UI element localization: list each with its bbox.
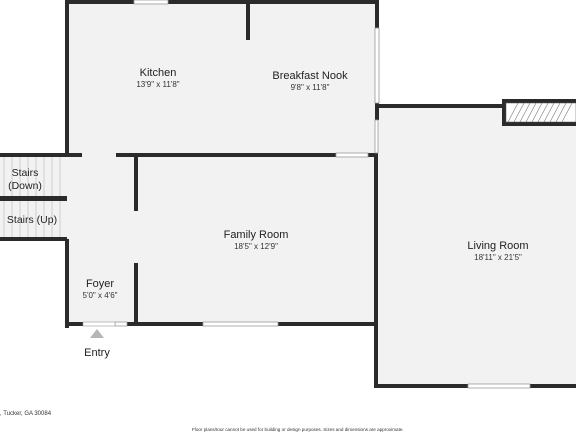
window-nook-bottom [335,152,369,158]
window-foyer-side [114,321,128,327]
wall-stairs-mid [0,196,67,201]
wall-living-top [376,104,502,108]
window-kitchen-top [133,0,169,5]
living-room-name: Living Room [467,240,528,252]
wall-right-upper [375,0,379,28]
wall-right-mid [375,103,379,120]
wall-top [67,0,379,4]
window-living-bottom [467,383,531,389]
entry-arrow-icon [90,329,104,338]
window-nook-right [374,27,380,104]
family-room-dims: 18'5" x 12'9" [234,242,278,251]
wall-kitchen-nook [246,0,250,40]
wall-kitchen-bottom-right [368,153,376,157]
main-floor [67,3,376,325]
wall-left-lower [65,239,69,328]
wall-family-left-upper [134,153,138,211]
wall-stairs-bottom [0,237,67,241]
entry-door [82,321,116,338]
wall-family-left-lower [134,263,138,325]
kitchen-dims: 13'9" x 11'8" [136,80,179,89]
wall-bottom-left [67,322,83,326]
wall-stairs-top [0,153,67,157]
window-family-bottom [202,321,279,327]
wall-living-bottom-right [530,384,576,388]
wall-left-upper [65,0,69,157]
stairs-down-label-line2: (Down) [8,180,42,192]
foyer-dims: 5'0" x 4'6" [83,291,118,300]
stairs-up-label: Stairs (Up) [7,214,57,226]
breakfast-nook-name: Breakfast Nook [272,70,348,82]
wall-living-bottom-left [374,384,468,388]
breakfast-nook-dims: 9'8" x 11'8" [291,83,330,92]
window-nook-right-lower [374,119,379,154]
walls [0,0,576,388]
wall-bottom [115,322,203,326]
wall-living-left [374,153,378,386]
family-room-name: Family Room [224,229,289,241]
foyer-name: Foyer [86,278,114,290]
living-room-floor [376,108,576,386]
entry-label: Entry [84,347,110,359]
wall-kitchen-bottom [116,153,336,157]
stairs-down-label-line1: Stairs [12,167,39,179]
address-text: , Tucker, GA 30084 [0,411,52,417]
windows [114,0,531,389]
wall-kitchen-bottom-left [69,153,82,157]
room-labels: Kitchen 13'9" x 11'8" Breakfast Nook 9'8… [7,67,529,359]
floor-area [0,3,576,386]
stair-treads [3,157,61,239]
wall-bottom-right [278,322,376,326]
fireplace [502,99,576,126]
disclaimer-text: Floor plans/tour cannot be used for buil… [192,427,404,432]
kitchen-name: Kitchen [140,67,177,79]
living-room-dims: 18'11" x 21'5" [474,253,522,262]
